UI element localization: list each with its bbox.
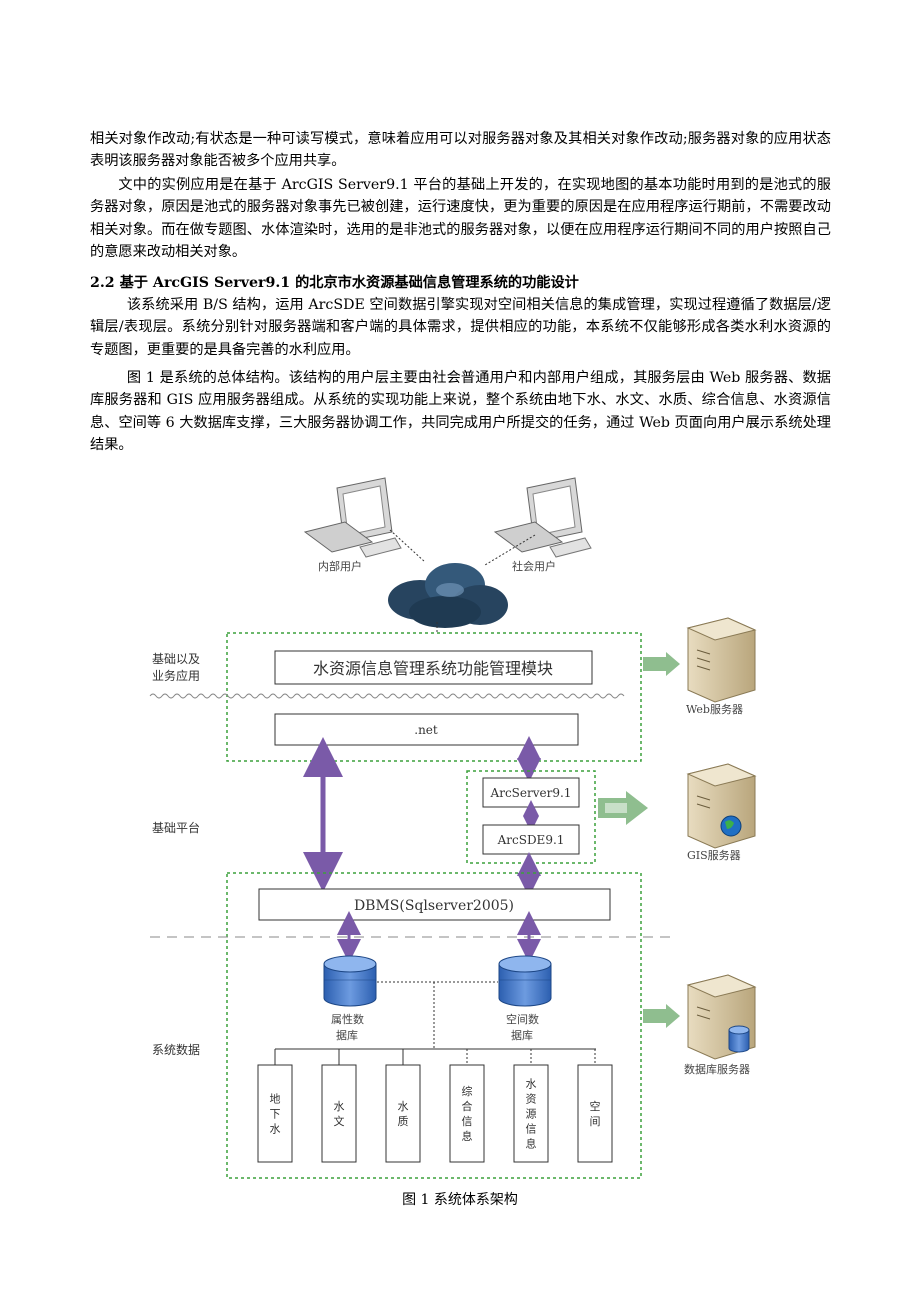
net-label: .net — [414, 723, 438, 737]
spatial-db-label-2: 据库 — [511, 1028, 533, 1042]
public-user-computer-icon — [493, 477, 592, 558]
subdb-label-char: 资 — [526, 1093, 537, 1106]
subdb-label-char: 信 — [526, 1123, 537, 1136]
subdb-label-char: 水 — [398, 1100, 409, 1113]
management-module-label: 水资源信息管理系统功能管理模块 — [313, 659, 553, 678]
subdb-label-char: 质 — [398, 1115, 409, 1128]
subdb-label-char: 下 — [270, 1108, 281, 1121]
subdb-box — [321, 1064, 357, 1163]
figure-caption: 图 1 系统体系架构 — [402, 1192, 518, 1208]
subdb-label-char: 信 — [462, 1115, 473, 1128]
subdb-label-char: 间 — [590, 1115, 601, 1128]
subdb-label-char: 息 — [462, 1129, 473, 1143]
layer-label-business-2: 业务应用 — [152, 668, 200, 683]
subdb-label-char: 地 — [270, 1093, 281, 1106]
subdb-label-char: 源 — [526, 1107, 537, 1121]
layer-label-business-1: 基础以及 — [152, 652, 200, 666]
layer-divider-wave — [149, 693, 625, 699]
subdb-label-char: 水 — [526, 1078, 537, 1091]
spatial-database-icon — [498, 955, 552, 1007]
spatial-db-label-1: 空间数 — [506, 1012, 539, 1026]
paragraph-4: 图 1 是系统的总体结构。该结构的用户层主要由社会普通用户和内部用户组成，其服务… — [90, 370, 831, 454]
internal-user-label: 内部用户 — [318, 559, 362, 573]
subdb-box — [257, 1064, 293, 1163]
arcsde-label: ArcSDE9.1 — [497, 833, 565, 847]
subdb-label-char: 合 — [462, 1099, 473, 1113]
arcserver-box — [482, 777, 580, 808]
gis-arrow-inner — [605, 803, 627, 813]
section-heading: 2.2 基于 ArcGIS Server9.1 的北京市水资源基础信息管理系统的… — [90, 275, 579, 291]
paragraph-3: 该系统采用 B/S 结构，运用 ArcSDE 空间数据引擎实现对空间相关信息的集… — [90, 297, 831, 358]
management-module-box — [274, 650, 593, 685]
business-layer-box — [226, 632, 642, 762]
subdb-label-char: 空 — [590, 1099, 601, 1113]
paragraph-1: 相关对象作改动;有状态是一种可读写模式，意味着应用可以对服务器对象及其相关对象作… — [90, 131, 831, 170]
arcsde-box — [482, 824, 580, 855]
dbms-label: DBMS(Sqlserver2005) — [354, 898, 514, 914]
db-server-arrow — [643, 1004, 680, 1028]
subdb-label-char: 水 — [270, 1123, 281, 1136]
subdb-box — [577, 1064, 613, 1163]
gis-server-label: GIS服务器 — [687, 849, 741, 862]
subdb-box — [385, 1064, 421, 1163]
public-user-label: 社会用户 — [512, 559, 556, 573]
web-server-icon — [686, 617, 757, 703]
db-server-label: 数据库服务器 — [684, 1062, 750, 1076]
data-layer-box — [226, 872, 642, 1179]
attribute-db-label-1: 属性数 — [331, 1012, 364, 1026]
layer-label-platform: 基础平台 — [152, 820, 200, 835]
network-cloud-icon — [388, 563, 508, 628]
subdb-label-char: 水 — [334, 1100, 345, 1113]
dbms-box — [258, 888, 611, 921]
paragraph-2: 文中的实例应用是在基于 ArcGIS Server9.1 平台的基础上开发的，在… — [90, 177, 831, 261]
web-server-label: Web服务器 — [686, 703, 743, 716]
subdb-stems — [274, 1049, 596, 1065]
gis-server-icon — [686, 763, 757, 849]
subdb-label-char: 综 — [462, 1084, 473, 1098]
internal-user-computer-icon — [303, 477, 402, 558]
subdb-box — [449, 1064, 485, 1163]
database-server-icon — [686, 974, 757, 1060]
subdb-label-char: 文 — [334, 1114, 345, 1128]
attribute-database-icon — [323, 955, 377, 1007]
subdb-box — [513, 1064, 549, 1163]
web-server-arrow — [643, 652, 680, 676]
attribute-db-label-2: 据库 — [336, 1028, 358, 1042]
arcserver-label: ArcServer9.1 — [490, 786, 572, 800]
layer-label-data: 系统数据 — [152, 1042, 200, 1057]
subdb-label-char: 息 — [526, 1137, 537, 1151]
